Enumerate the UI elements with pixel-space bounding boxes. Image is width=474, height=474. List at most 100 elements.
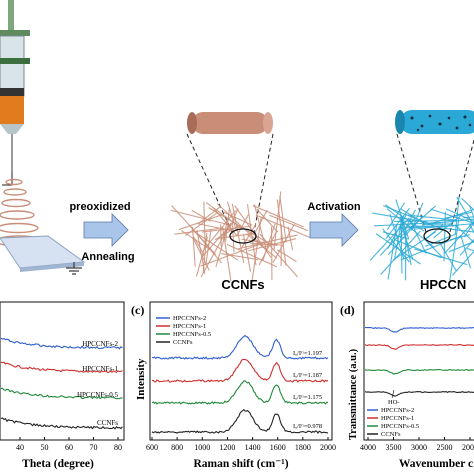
pore-dots bbox=[410, 114, 472, 132]
process-arrow-1: preoxidized Annealing bbox=[69, 201, 134, 263]
tick-label: 1400 bbox=[245, 443, 261, 452]
mesh-fiber bbox=[255, 214, 310, 238]
syringe-plunger-rod bbox=[8, 0, 14, 30]
raman-curve bbox=[151, 408, 329, 434]
tick-label: 1000 bbox=[194, 443, 210, 452]
panel-c-curves bbox=[151, 334, 329, 434]
panel-b-frame bbox=[0, 301, 125, 441]
xrd-curve bbox=[0, 337, 123, 350]
hpccnf-label: HPCCN bbox=[420, 277, 466, 292]
ccnf-label: CCNFs bbox=[221, 277, 264, 292]
mesh-fiber bbox=[201, 224, 231, 258]
mesh-fiber bbox=[395, 199, 410, 239]
mesh-fiber bbox=[215, 228, 228, 268]
mesh-fiber bbox=[394, 219, 457, 223]
panel-d-annotation-pointer bbox=[391, 389, 395, 399]
panel-c-legend-4: CCNFs bbox=[173, 339, 193, 346]
mesh-fiber bbox=[226, 201, 238, 232]
hpccnf-zoom-lines bbox=[396, 133, 474, 233]
ground-icon bbox=[66, 267, 82, 275]
mesh-fiber bbox=[427, 208, 474, 226]
syringe-tip bbox=[0, 124, 24, 134]
mesh-fiber bbox=[385, 207, 410, 240]
mesh-fiber bbox=[401, 218, 412, 266]
mesh-fiber bbox=[454, 196, 460, 235]
ccnf-zoom-circle bbox=[229, 228, 257, 244]
mesh-fiber bbox=[375, 233, 421, 265]
panel-c-legend-1: HPCCNFs-2 bbox=[173, 315, 206, 322]
mesh-fiber bbox=[287, 226, 294, 251]
mesh-fiber bbox=[464, 241, 474, 246]
tick-label: 2500 bbox=[437, 443, 453, 452]
panel-d-ylabel: Transmittance (a.u.) bbox=[348, 348, 359, 440]
mesh-fiber bbox=[456, 196, 474, 227]
panel-c-ratio-1: Iₓ/Iᴳ=1.197 bbox=[293, 350, 323, 357]
mesh-fiber bbox=[220, 253, 259, 261]
panel-d-legend: HPCCNFs-2 HPCCNFs-1 HPCCNFs-0.5 CCNFs bbox=[367, 407, 419, 438]
panel-d-ticks: 40003500300025002000 bbox=[360, 437, 474, 452]
mesh-fiber bbox=[200, 242, 263, 267]
tick-label: 2000 bbox=[462, 443, 474, 452]
mesh-fiber bbox=[443, 211, 446, 262]
panel-c-legend: HPCCNFs-2 HPCCNFs-1 HPCCNFs-0.5 CCNFs bbox=[156, 315, 211, 346]
panel-b-curve-label-3: HPCCNFs-0.5 bbox=[77, 391, 119, 399]
mesh-fiber bbox=[174, 227, 219, 235]
tick-label: 80 bbox=[114, 443, 122, 452]
tick-label: 1600 bbox=[270, 443, 286, 452]
panel-c-legend-3: HPCCNFs-0.5 bbox=[173, 331, 211, 338]
tick-label: 3500 bbox=[386, 443, 402, 452]
mesh-fiber bbox=[256, 208, 279, 233]
tick-label: 2000 bbox=[320, 443, 336, 452]
mesh-fiber bbox=[193, 236, 205, 256]
mesh-fiber bbox=[454, 224, 474, 243]
mesh-fiber bbox=[468, 223, 474, 234]
syringe-clip bbox=[0, 58, 30, 64]
tick-label: 60 bbox=[65, 443, 73, 452]
panel-d-legend-1: HPCCNFs-2 bbox=[381, 407, 414, 414]
panel-c-legend-2: HPCCNFs-1 bbox=[173, 323, 206, 330]
tick-label: 40 bbox=[16, 443, 24, 452]
panel-b-xlabel: Theta (degree) bbox=[22, 458, 94, 470]
syringe-barrel bbox=[0, 35, 25, 97]
ftir-curve bbox=[364, 390, 474, 397]
xrd-curve bbox=[0, 361, 123, 374]
mesh-fiber bbox=[252, 205, 304, 228]
tick-label: 1800 bbox=[295, 443, 311, 452]
arrow1-top-label: preoxidized bbox=[69, 201, 130, 213]
raman-curve bbox=[151, 334, 329, 360]
panel-d-legend-4: CCNFs bbox=[381, 431, 401, 438]
mesh-fiber bbox=[380, 230, 421, 276]
panel-b-curves bbox=[0, 337, 123, 430]
ccnf-fiber-mesh bbox=[170, 191, 310, 284]
ftir-curve bbox=[364, 344, 474, 350]
syringe-solution bbox=[0, 96, 24, 124]
raman-curve bbox=[151, 358, 329, 383]
mesh-fiber bbox=[279, 196, 287, 243]
panel-d-legend-3: HPCCNFs-0.5 bbox=[381, 423, 419, 430]
mesh-fiber bbox=[246, 203, 257, 266]
mesh-fiber bbox=[200, 222, 232, 278]
mesh-fiber bbox=[369, 217, 410, 261]
mesh-fiber bbox=[201, 225, 251, 233]
tick-label: 600 bbox=[146, 443, 158, 452]
tick-label: 4000 bbox=[360, 443, 376, 452]
mesh-fiber bbox=[408, 225, 459, 227]
raman-curve bbox=[151, 380, 329, 405]
panel-d-frame bbox=[363, 301, 474, 441]
mesh-fiber bbox=[382, 231, 410, 240]
mesh-fiber bbox=[236, 214, 249, 236]
syringe-plunger-flange bbox=[0, 30, 30, 36]
mesh-fiber bbox=[460, 234, 472, 269]
panel-d-letter: (d) bbox=[340, 303, 355, 317]
xrd-curve bbox=[0, 417, 123, 430]
xrd-curve bbox=[0, 387, 123, 400]
hpccnf-zoom-circle bbox=[423, 228, 451, 244]
mesh-fiber bbox=[251, 216, 262, 284]
mesh-fiber bbox=[408, 214, 457, 221]
mesh-fiber bbox=[273, 191, 282, 251]
mesh-fiber bbox=[170, 209, 232, 226]
